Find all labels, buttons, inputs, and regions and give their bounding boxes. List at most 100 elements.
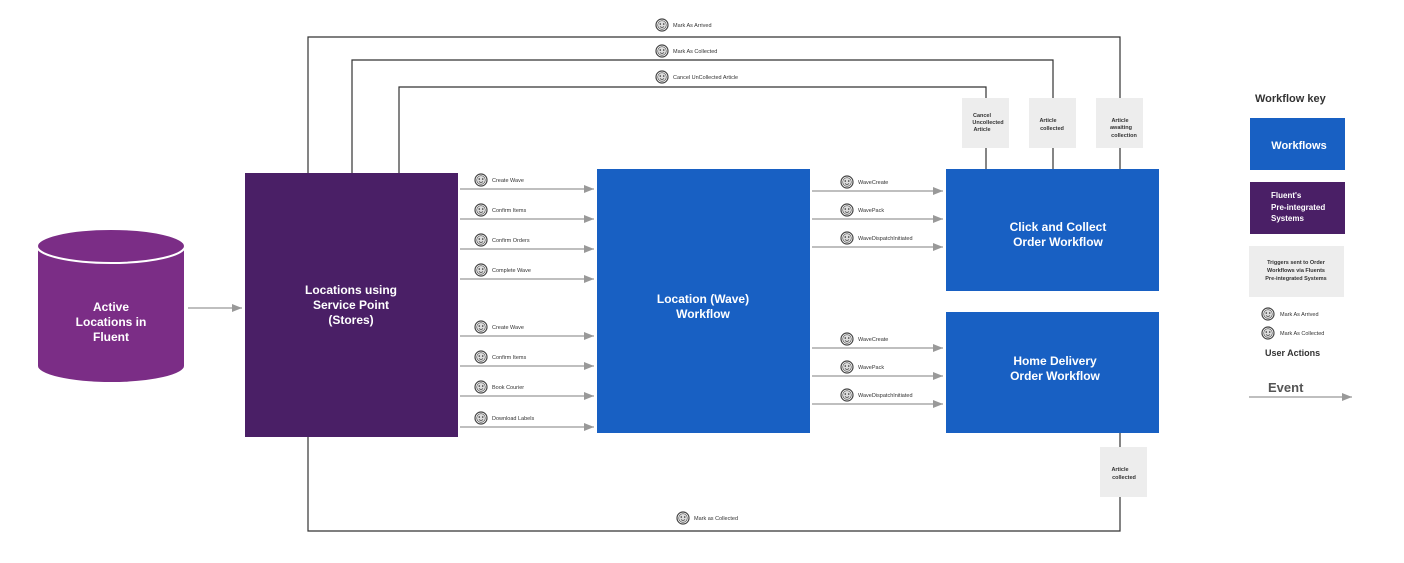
legend-user-action-icon-1 — [1261, 307, 1275, 321]
user-face-icon — [840, 360, 854, 374]
legend-mark-as-collected: Mark As Collected — [1280, 331, 1324, 337]
legend-event-label: Event — [1268, 380, 1304, 395]
service-point-line-2: Service Point — [313, 298, 389, 312]
cc-event-3: WaveDispatchInitiated — [812, 231, 943, 251]
legend-user-actions-label: User Actions — [1265, 348, 1320, 358]
note-article-collected-top: Article collected — [1029, 98, 1076, 148]
user-action-label: Confirm Items — [492, 355, 526, 361]
note-cancel-line-2: Uncollected — [972, 120, 1003, 126]
user-action-label: Create Wave — [492, 325, 524, 331]
legend-workflows-swatch — [1250, 118, 1345, 170]
active-locations-line-2: Locations in — [76, 315, 147, 329]
user-action-label: Confirm Items — [492, 208, 526, 214]
user-action-label: Download Labels — [492, 416, 534, 422]
legend-systems-swatch — [1250, 182, 1345, 234]
click-collect-line-1: Click and Collect — [1010, 220, 1107, 234]
user-action-label: Complete Wave — [492, 268, 531, 274]
note-collected-top-line-1: Article — [1039, 118, 1056, 124]
note-collected-bottom-line-2: collected — [1112, 475, 1136, 481]
click-collect-line-2: Order Workflow — [1013, 235, 1103, 249]
cc-event-2: WavePack — [812, 203, 943, 223]
note-awaiting-line-3: collection — [1111, 133, 1137, 139]
cc-event-1: WaveCreate — [812, 175, 943, 195]
user-action-8: Download Labels — [460, 411, 594, 431]
location-wave-workflow-box: Location (Wave) Workflow — [597, 169, 810, 433]
legend-triggers-line-1: Triggers sent to Order — [1267, 260, 1326, 266]
legend-triggers-line-3: Pre-integrated Systems — [1265, 276, 1326, 282]
cc-event-label: WaveCreate — [858, 180, 888, 186]
note-article-awaiting: Article awaiting collection — [1096, 98, 1143, 148]
label-mark-as-collected: Mark As Collected — [673, 49, 717, 55]
home-delivery-workflow-box: Home Delivery Order Workflow — [946, 312, 1159, 433]
home-delivery-line-2: Order Workflow — [1010, 369, 1100, 383]
location-wave-line-2: Workflow — [676, 307, 730, 321]
note-awaiting-line-2: awaiting — [1110, 125, 1132, 131]
user-face-icon — [840, 388, 854, 402]
user-action-5: Create Wave — [460, 320, 594, 340]
note-article-collected-bottom: Article collected — [1100, 447, 1147, 497]
user-face-icon — [474, 263, 488, 277]
home-delivery-line-1: Home Delivery — [1013, 354, 1097, 368]
user-face-icon — [474, 320, 488, 334]
hd-event-3: WaveDispatchInitiated — [812, 388, 943, 408]
user-face-icon — [840, 203, 854, 217]
label-mark-as-collected-bottom: Mark as Collected — [694, 516, 738, 522]
note-collected-bottom-line-1: Article — [1111, 467, 1128, 473]
hd-event-label: WavePack — [858, 365, 884, 371]
label-cancel-uncollected: Cancel UnCollected Article — [673, 75, 738, 81]
user-face-icon — [474, 173, 488, 187]
user-action-7: Book Courier — [460, 380, 594, 400]
click-collect-workflow-box: Click and Collect Order Workflow — [946, 169, 1159, 291]
workflow-key-legend: Workflow key Workflows Fluent's Pre-inte… — [1249, 93, 1352, 401]
user-action-label: Create Wave — [492, 178, 524, 184]
note-cancel-line-1: Cancel — [973, 113, 992, 119]
hd-event-label: WaveDispatchInitiated — [858, 393, 913, 399]
note-collected-top-line-2: collected — [1040, 126, 1064, 132]
user-action-2: Confirm Items — [460, 203, 594, 223]
service-point-line-1: Locations using — [305, 283, 397, 297]
legend-user-action-icon-2 — [1261, 326, 1275, 340]
note-awaiting-line-1: Article — [1111, 118, 1128, 124]
loop-labels: Mark As Arrived Mark As Collected Cancel… — [655, 18, 738, 525]
hd-event-2: WavePack — [812, 360, 943, 380]
user-face-icon — [474, 203, 488, 217]
location-wave-line-1: Location (Wave) — [657, 292, 749, 306]
user-action-6: Confirm Items — [460, 350, 594, 370]
legend-systems-line-3: Systems — [1271, 214, 1304, 223]
label-mark-as-arrived: Mark As Arrived — [673, 23, 712, 29]
active-locations-line-3: Fluent — [93, 330, 129, 344]
legend-triggers-line-2: Workflows via Fluents — [1267, 268, 1325, 274]
loop-mark-as-collected — [351, 59, 1054, 173]
user-face-icon — [840, 332, 854, 346]
hd-event-1: WaveCreate — [812, 332, 943, 352]
active-locations-database: Active Locations in Fluent — [36, 228, 186, 384]
loop-cancel-uncollected — [398, 86, 987, 173]
cc-event-label: WaveDispatchInitiated — [858, 236, 913, 242]
service-point-box: Locations using Service Point (Stores) — [245, 173, 458, 437]
user-face-icon — [840, 175, 854, 189]
legend-workflows-label: Workflows — [1271, 140, 1326, 152]
note-cancel-line-3: Article — [973, 127, 990, 133]
user-action-label: Confirm Orders — [492, 238, 530, 244]
user-face-icon — [474, 350, 488, 364]
note-cancel-uncollected: Cancel Uncollected Article — [962, 98, 1009, 148]
user-face-icon — [474, 233, 488, 247]
user-face-icon — [840, 231, 854, 245]
legend-mark-as-arrived: Mark As Arrived — [1280, 312, 1319, 318]
legend-systems-line-2: Pre-integrated — [1271, 203, 1325, 212]
cc-event-label: WavePack — [858, 208, 884, 214]
user-action-3: Confirm Orders — [460, 233, 594, 253]
hd-event-label: WaveCreate — [858, 337, 888, 343]
user-face-icon — [474, 411, 488, 425]
user-action-1: Create Wave — [460, 173, 594, 193]
user-face-icon — [474, 380, 488, 394]
legend-systems-line-1: Fluent's — [1271, 191, 1302, 200]
active-locations-line-1: Active — [93, 300, 129, 314]
legend-title: Workflow key — [1255, 93, 1327, 105]
user-action-label: Book Courier — [492, 385, 524, 391]
legend-triggers-swatch — [1249, 246, 1344, 297]
